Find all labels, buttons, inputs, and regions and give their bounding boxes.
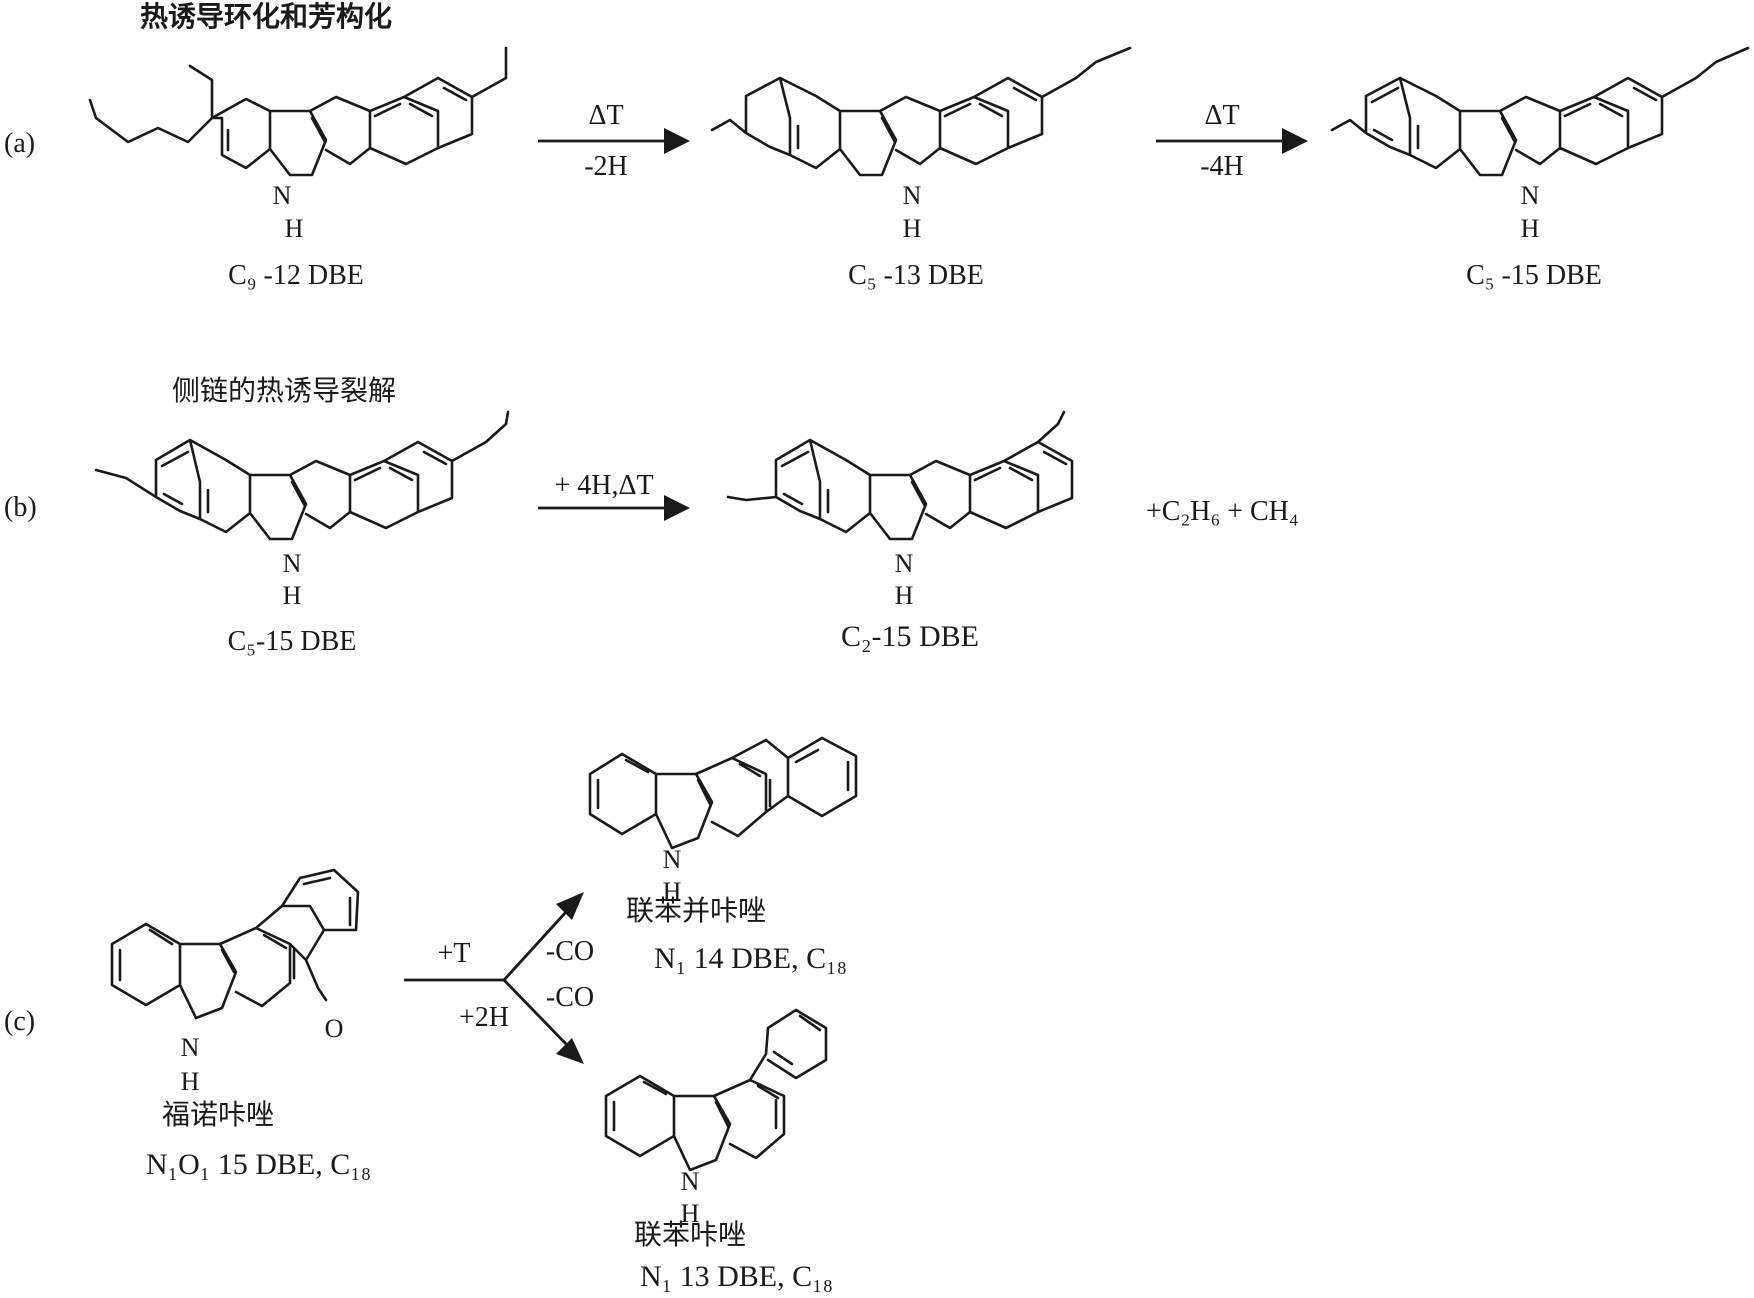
compound-a1-name: C₉ -12 DBE [228, 260, 364, 291]
compound-b1-name: C₅-15 DBE [228, 626, 357, 657]
section-b-byproducts: +C₂H₆ + CH₄ [1146, 496, 1299, 527]
compound-a2-n: N [903, 181, 922, 210]
product-1-formula: N₁ 14 DBE, C₁₈ [654, 942, 847, 975]
product-1-structure [588, 736, 858, 850]
reactant-n: N [181, 1033, 200, 1062]
compound-a1-structure [88, 46, 508, 177]
reactant-formula: N₁O₁ 15 DBE, C₁₈ [146, 1148, 371, 1181]
section-a-label: (a) [4, 128, 35, 159]
product-1-h: H [663, 877, 682, 906]
arrow-a2-bottom-label: -4H [1200, 151, 1244, 182]
compound-a3-structure [1330, 46, 1750, 177]
arrow-b [538, 495, 690, 521]
compound-a1-n: N [273, 181, 292, 210]
compound-a3-n: N [1521, 181, 1540, 210]
product-1-name: 联苯并咔唑 [626, 894, 766, 927]
section-c-label: (c) [4, 1006, 35, 1037]
section-b-title: 侧链的热诱导裂解 [172, 374, 396, 407]
reactant-name: 福诺咔唑 [162, 1098, 274, 1131]
compound-a1-h: H [285, 214, 304, 243]
section-a: 热诱导环化和芳构化 (a) N H C₉ -12 DBE ΔT -2H N H … [4, 0, 1750, 291]
compound-a3-name: C₅ -15 DBE [1466, 260, 1602, 291]
compound-a2-structure [710, 46, 1132, 177]
product-2-formula: N₁ 13 DBE, C₁₈ [640, 1260, 833, 1293]
compound-b2-h: H [895, 581, 914, 610]
reactant-structure [110, 868, 360, 1020]
section-a-title: 热诱导环化和芳构化 [140, 0, 392, 33]
compound-b1-n: N [283, 549, 302, 578]
arrow-a1-bottom-label: -2H [584, 151, 628, 182]
arrow-a2 [1156, 128, 1308, 154]
compound-a3-h: H [1521, 214, 1540, 243]
branched-arrow [404, 892, 584, 1064]
product-2-n: N [681, 1167, 700, 1196]
section-b: 侧链的热诱导裂解 (b) N H C₅-15 DBE + 4H,ΔT N H C… [4, 374, 1299, 657]
section-b-label: (b) [4, 492, 37, 523]
compound-b2-structure [726, 410, 1074, 541]
compound-b1-structure [94, 410, 510, 541]
compound-b2-name: C₂-15 DBE [841, 620, 979, 653]
arrow-b-top-label: + 4H,ΔT [554, 470, 653, 501]
compound-b2-n: N [895, 549, 914, 578]
arrow-a2-top-label: ΔT [1204, 100, 1239, 131]
reactant-h: H [181, 1067, 200, 1096]
arrow-a1 [538, 128, 690, 154]
product-2-h: H [681, 1199, 700, 1228]
reagent-bottom: +2H [459, 1002, 509, 1033]
reagent-top: +T [438, 938, 471, 969]
product-2-structure [604, 1008, 828, 1172]
arrow-a1-top-label: ΔT [588, 100, 623, 131]
branch-bottom-label: -CO [546, 982, 594, 1013]
reactant-oxygen: O [325, 1014, 344, 1043]
compound-a2-h: H [903, 214, 922, 243]
product-2-name: 联苯咔唑 [634, 1218, 746, 1251]
compound-b1-h: H [283, 581, 302, 610]
section-c: (c) O N H 福诺咔唑 N₁O₁ 15 DBE, C₁₈ +T +2H -… [4, 736, 858, 1293]
compound-a2-name: C₅ -13 DBE [848, 260, 984, 291]
product-1-n: N [663, 845, 682, 874]
branch-top-label: -CO [546, 936, 594, 967]
